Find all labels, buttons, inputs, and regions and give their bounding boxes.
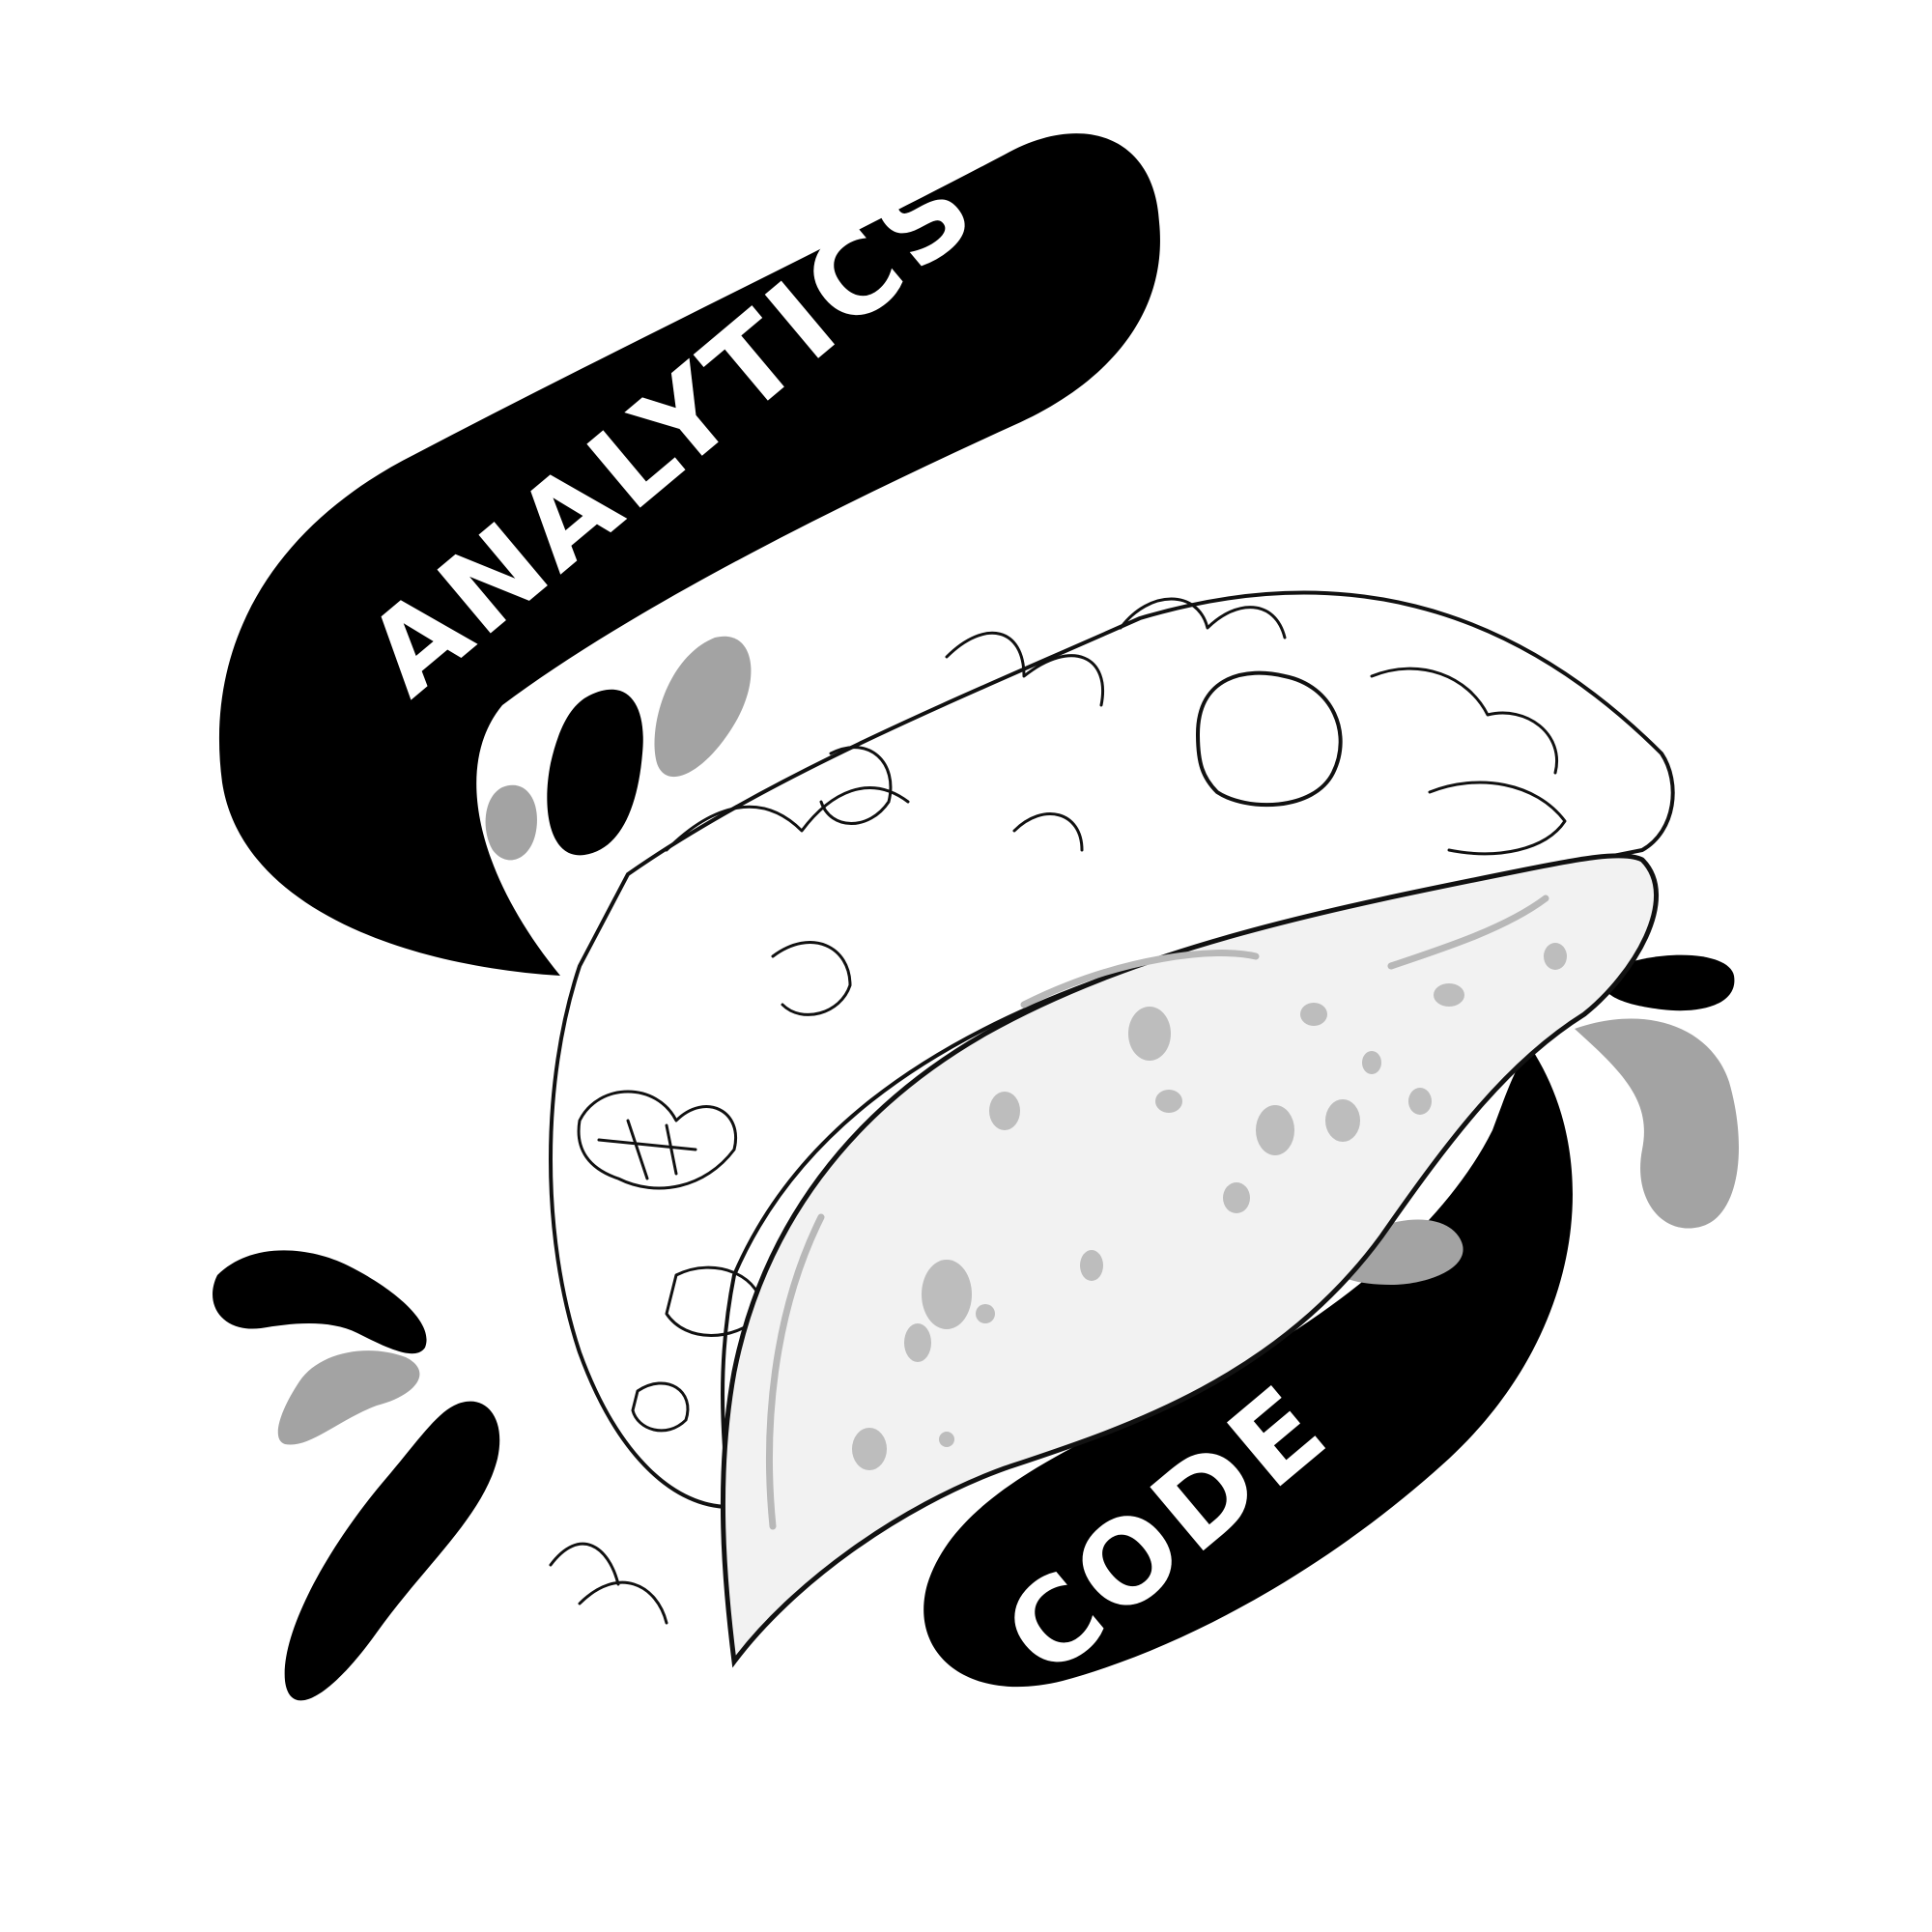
splash-drop-icon xyxy=(1602,954,1735,1011)
splash-drop-icon xyxy=(485,784,537,861)
splash-drop-icon xyxy=(1575,1018,1739,1229)
taco-front-shell xyxy=(720,853,1660,1668)
splash-drop-icon xyxy=(213,1250,427,1354)
splash-drop-icon xyxy=(277,1350,420,1445)
top-banner xyxy=(218,133,1160,977)
taco-shell-spots xyxy=(852,943,1567,1470)
splash-drop-icon xyxy=(284,1401,500,1701)
splash-drop-icon xyxy=(547,689,643,856)
splash-drop-icon xyxy=(654,636,752,778)
bottom-banner xyxy=(923,1048,1573,1688)
black-splash-drops xyxy=(213,689,1735,1701)
taco-illustration xyxy=(549,590,1675,1668)
